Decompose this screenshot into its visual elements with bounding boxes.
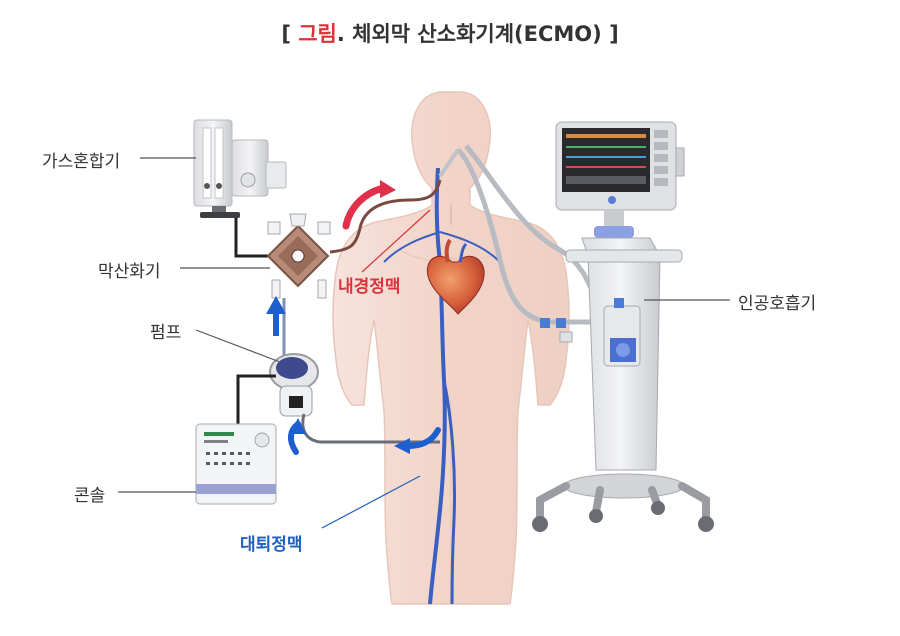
gas-mixer-label: 가스혼합기: [42, 152, 121, 172]
figure-title: [ 그림. 체외막 산소화기계(ECMO) ]: [0, 18, 900, 48]
ventilator-device: [532, 121, 714, 532]
vein-network: [383, 167, 501, 605]
arterial-line: [329, 179, 442, 273]
ventilator-label: 인공호흡기: [738, 294, 817, 314]
venous-left-arrow-icon: [394, 438, 410, 454]
internal-jugular-leader: [361, 209, 431, 273]
pump-device: [266, 296, 319, 417]
pump-leader: [195, 329, 281, 363]
femoral-vein-label: 대퇴정맥: [240, 535, 303, 555]
title-text: . 체외막 산소화기계(ECMO): [336, 22, 602, 46]
console-cable: [236, 374, 276, 430]
gas-mixer-device: [193, 119, 287, 218]
title-open-bracket: [: [281, 22, 291, 46]
console-device: [195, 423, 277, 505]
pump-label: 펌프: [150, 323, 182, 343]
gas-cable: [234, 218, 276, 258]
oxygenator-device: [266, 213, 331, 299]
title-close-bracket: ]: [609, 22, 619, 46]
heart-icon: [426, 238, 485, 315]
venous-up-arrow-icon: [290, 418, 306, 434]
femoral-vein-leader: [321, 475, 421, 529]
internal-jugular-label: 내경정맥: [338, 277, 401, 297]
pump-up-arrow-icon: [266, 296, 286, 314]
console-label: 콘솔: [74, 486, 106, 506]
arterial-arrow-icon: [380, 180, 396, 198]
oxygenator-label: 막산화기: [98, 262, 161, 282]
leader-lines: [118, 157, 730, 493]
title-highlight: 그림: [298, 22, 337, 46]
ventilator-tubing: [438, 144, 600, 343]
venous-line: [288, 413, 441, 529]
